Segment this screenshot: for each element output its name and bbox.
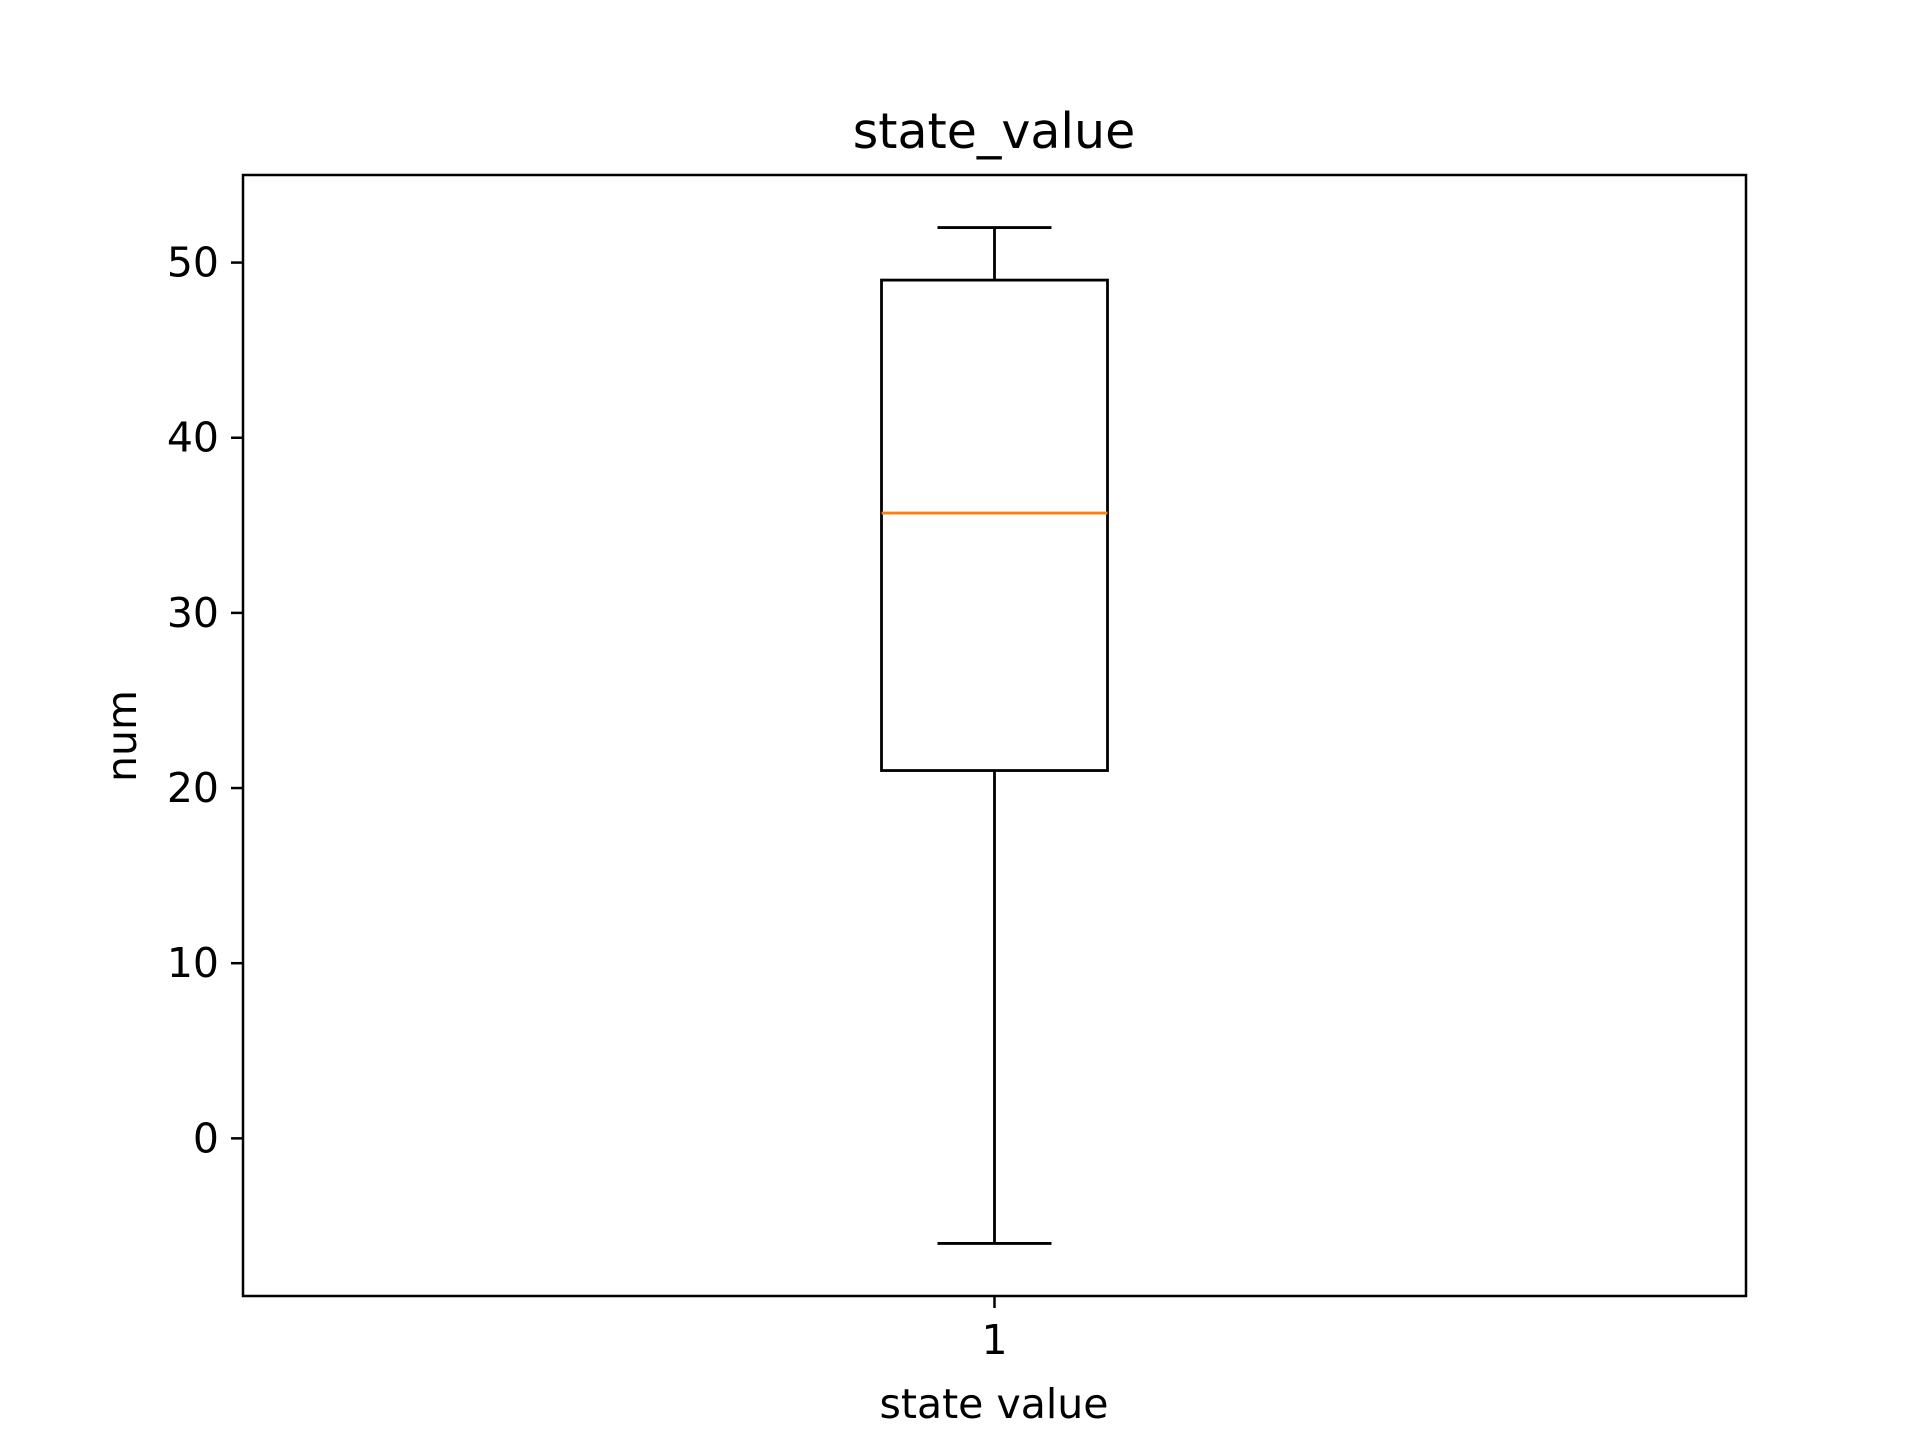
y-tick-label: 30 xyxy=(167,589,219,637)
y-tick-label: 50 xyxy=(167,239,219,287)
plot-area xyxy=(880,226,1109,1245)
chart-title: state_value xyxy=(853,103,1135,160)
x-axis-label: state value xyxy=(880,1380,1109,1428)
y-tick-label: 0 xyxy=(193,1114,219,1162)
x-axis: 1 xyxy=(981,1296,1008,1364)
box-group xyxy=(880,226,1109,1245)
y-axis: 0 10 20 30 40 50 xyxy=(167,239,243,1162)
y-tick-label: 10 xyxy=(167,939,219,987)
x-tick-label: 1 xyxy=(981,1316,1007,1364)
y-tick-label: 20 xyxy=(167,764,219,812)
iqr-box xyxy=(880,278,1109,772)
y-axis-label: num xyxy=(98,690,146,782)
y-tick-label: 40 xyxy=(167,414,219,462)
